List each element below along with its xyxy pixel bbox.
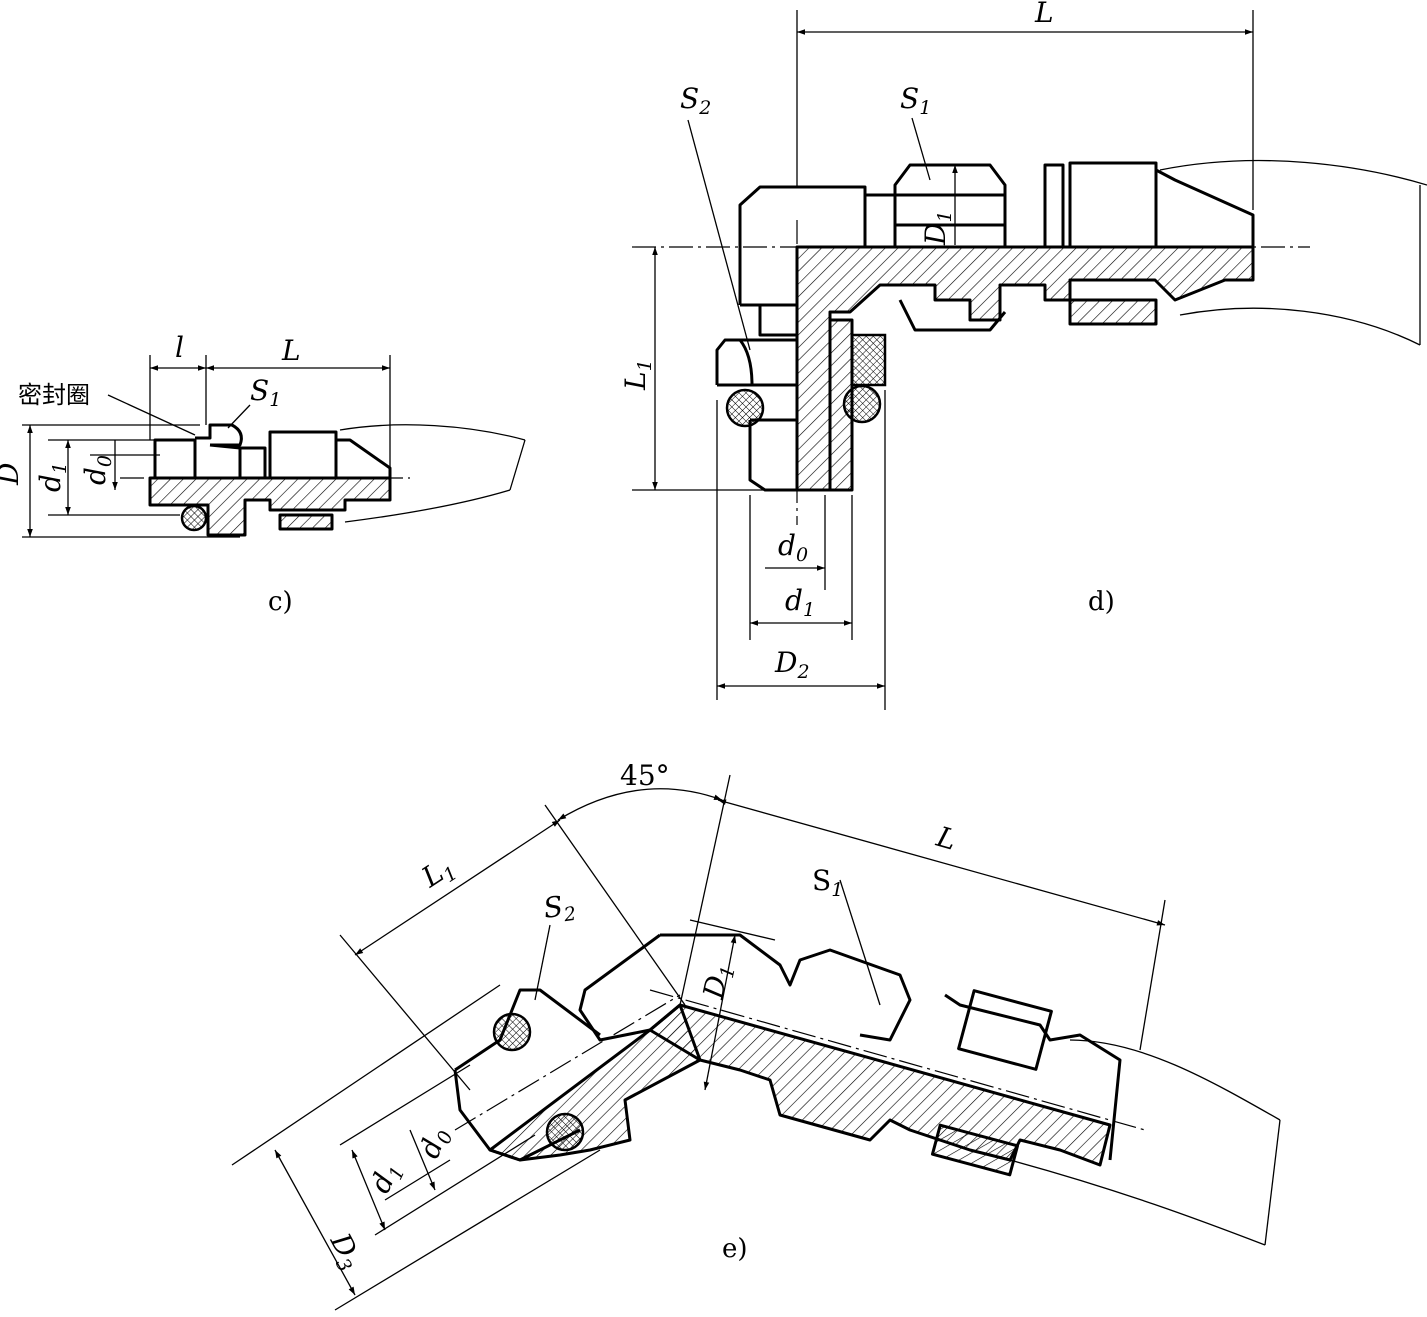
caption-e: e): [722, 1234, 748, 1264]
view-e: 45° L L1 S1 S2 D1 d0 d1 D3 e): [231, 759, 1281, 1311]
view-e-seal-ring-lower: [545, 1112, 585, 1152]
dim-e-angle: 45°: [620, 759, 670, 792]
view-d-fitting: [715, 161, 1255, 492]
dim-d-S2: S2: [680, 82, 711, 119]
dim-d-S1: S1: [900, 82, 931, 119]
view-c: 密封圈 l L S1 D d1 d0 c): [0, 331, 526, 617]
dim-e-L1: L1: [415, 849, 462, 897]
dim-c-d0: d0: [79, 455, 116, 485]
dim-d-D2: D2: [774, 646, 810, 683]
view-c-seal-ring: [180, 504, 208, 532]
caption-d: d): [1088, 587, 1115, 617]
view-c-labels: 密封圈 l L S1 D d1 d0 c): [0, 331, 301, 617]
view-e-labels: 45° L L1 S1 S2 D1 d0 d1 D3 e): [320, 759, 960, 1276]
dim-e-S1: S1: [812, 864, 843, 901]
dim-c-S1: S1: [250, 374, 281, 411]
dim-e-S2: S2: [541, 888, 577, 929]
view-e-extension-lines: [231, 899, 1166, 1311]
view-c-dimensions: [27, 365, 390, 537]
caption-c: c): [268, 587, 293, 617]
view-e-fitting-left: [453, 933, 702, 1162]
dim-c-d1: d1: [34, 462, 71, 492]
dim-c-l: l: [175, 331, 184, 364]
dim-e-D3: D3: [320, 1227, 369, 1276]
view-d-labels: L S1 S2 D1 L1 d0 d1 D2 d): [619, 0, 1115, 683]
view-e-hose: [1009, 1039, 1281, 1246]
view-c-fitting: [148, 423, 392, 537]
dim-c-D: D: [0, 463, 25, 486]
view-e-centerline-left: [454, 994, 681, 1131]
view-d-dimensions: [652, 29, 1253, 689]
view-d-seal-ring-left: [725, 388, 765, 428]
view-c-extension-lines: [22, 355, 391, 538]
dim-d-d0: d0: [778, 529, 808, 566]
view-d-extension-lines: [632, 10, 1254, 710]
view-e-axis-line: [544, 804, 686, 1006]
view-d-hose: [1159, 159, 1427, 346]
view-e-dimensions: [274, 788, 1166, 1296]
dim-e-L: L: [932, 820, 960, 857]
seal-ring-label: 密封圈: [18, 381, 90, 409]
view-d: L S1 S2 D1 L1 d0 d1 D2 d): [619, 0, 1427, 710]
dim-d-d1: d1: [785, 584, 815, 621]
dim-d-D1: D1: [919, 210, 956, 246]
dim-e-d0: d0: [413, 1123, 458, 1164]
view-d-seal-ring-right: [842, 384, 882, 424]
dim-e-D1: D1: [696, 961, 740, 1003]
dim-d-L: L: [1034, 0, 1054, 29]
dim-c-L: L: [281, 334, 301, 367]
view-c-hose: [339, 424, 526, 523]
dim-d-L1: L1: [619, 359, 656, 391]
view-e-seal-ring-upper: [492, 1012, 532, 1052]
